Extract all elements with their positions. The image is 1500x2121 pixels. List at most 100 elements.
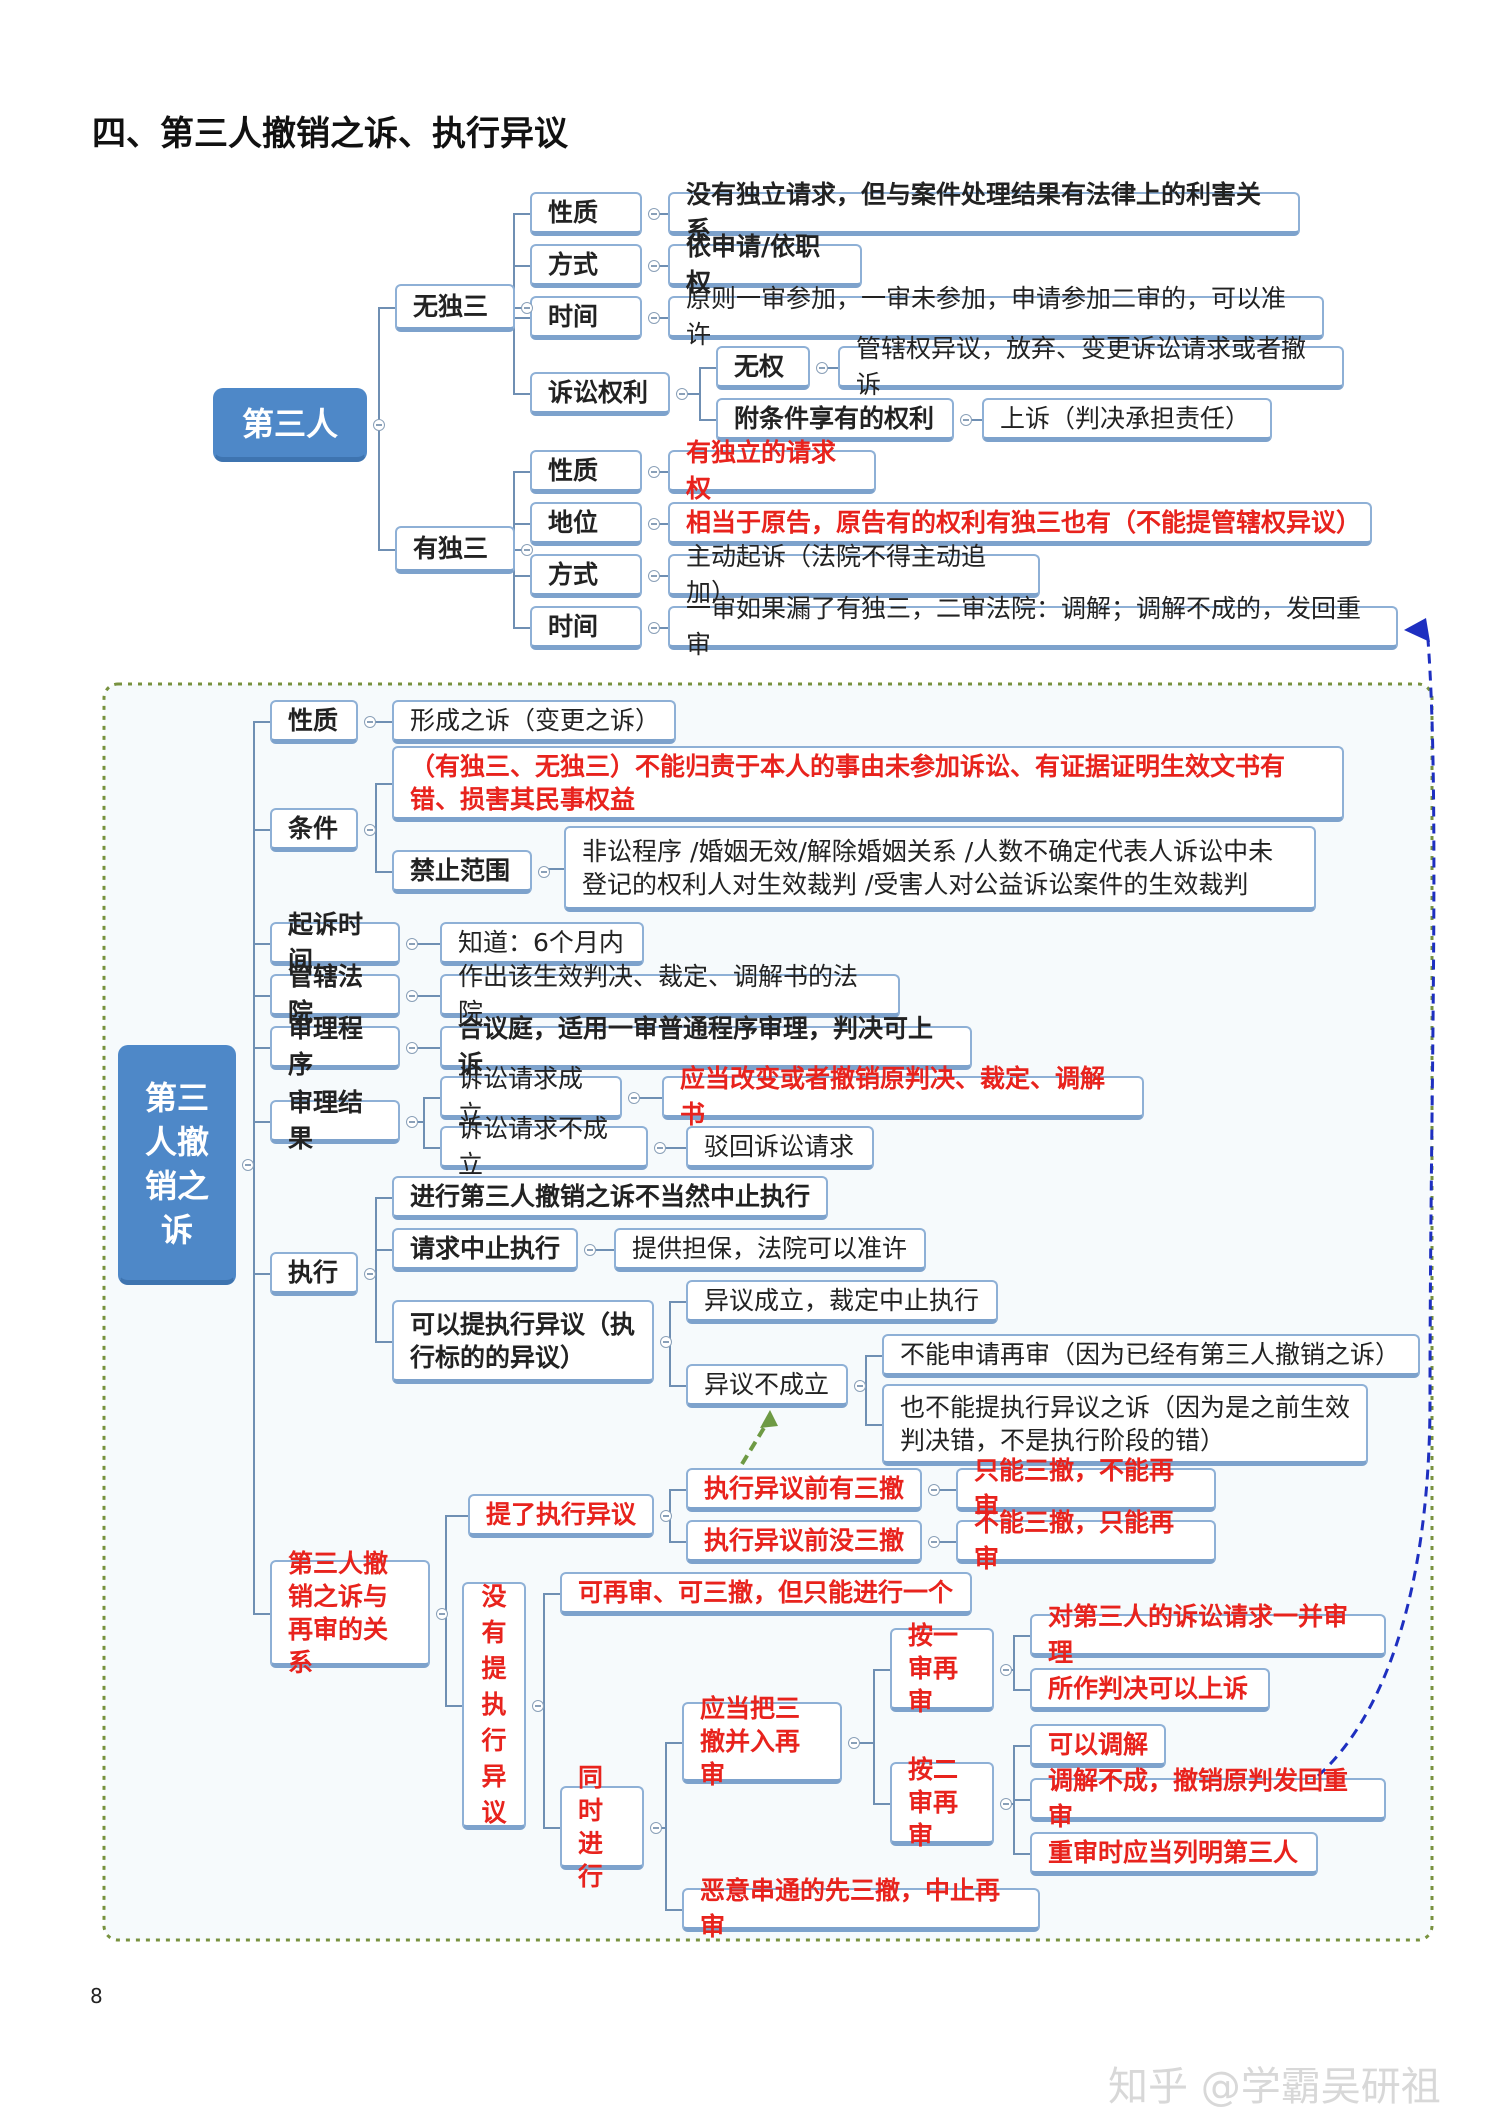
collapse-toggle-i16[interactable] <box>650 1822 662 1834</box>
mindmap-node-c1: 性质 <box>530 192 642 236</box>
collapse-toggle-e2[interactable] <box>960 414 972 426</box>
mindmap-node-i12: 异议不成立 <box>686 1364 848 1408</box>
collapse-toggle-h13[interactable] <box>532 1700 544 1712</box>
mindmap-node-c4: 诉讼权利 <box>530 372 670 416</box>
mindmap-node-d8: 一审如果漏了有独三，二审法院：调解；调解不成的，发回重审 <box>668 594 1398 659</box>
mindmap-node-j6: 恶意串通的先三撤，中止再审 <box>682 1876 1040 1941</box>
mindmap-node-h7: 诉讼请求成立 <box>440 1064 622 1129</box>
collapse-toggle-g2[interactable] <box>364 824 376 836</box>
page-heading: 四、第三人撤销之诉、执行异议 <box>92 114 568 154</box>
connector-a-b2 <box>378 425 395 551</box>
collapse-toggle-r2[interactable] <box>242 1159 254 1171</box>
mindmap-node-g5: 审理程序 <box>270 1014 400 1079</box>
connector-c4-e2 <box>682 393 716 421</box>
mindmap-node-i16: 同时进行 <box>560 1763 644 1891</box>
mindmap-node-b1: 无独三 <box>395 284 515 332</box>
connector-b1-c4 <box>513 307 530 395</box>
mindmap-node-b2: 有独三 <box>395 526 515 574</box>
mindmap-node-e2: 附条件享有的权利 <box>716 398 954 442</box>
mindmap-node-h2: （有独三、无独三）不能归责于本人的事由未参加诉讼、有证据证明生效文书有错、损害其… <box>392 746 1344 822</box>
mindmap-node-c5: 性质 <box>530 450 642 494</box>
green-arrow-head <box>760 1410 778 1428</box>
collapse-toggle-g7[interactable] <box>364 1268 376 1280</box>
collapse-toggle-c3[interactable] <box>648 312 660 324</box>
collapse-toggle-j5[interactable] <box>848 1737 860 1749</box>
collapse-toggle-g4[interactable] <box>406 990 418 1002</box>
mindmap-node-j3: 只能三撤，不能再审 <box>956 1456 1216 1521</box>
collapse-toggle-k2[interactable] <box>1000 1798 1012 1810</box>
mindmap-node-d5: 有独立的请求权 <box>668 438 876 503</box>
mindmap-node-g6: 审理结果 <box>270 1088 400 1153</box>
collapse-toggle-c5[interactable] <box>648 466 660 478</box>
connector-b1-c1 <box>513 213 530 309</box>
mindmap-node-a: 第三人 <box>213 388 367 462</box>
collapse-toggle-h11[interactable] <box>660 1336 672 1348</box>
collapse-toggle-e1[interactable] <box>816 362 828 374</box>
mindmap-node-g1: 性质 <box>270 700 358 744</box>
collapse-toggle-g3[interactable] <box>406 938 418 950</box>
collapse-toggle-h7[interactable] <box>628 1092 640 1104</box>
mindmap-node-k1: 按一审再审 <box>890 1621 994 1716</box>
mindmap-node-g4: 管辖法院 <box>270 962 400 1027</box>
mindmap-node-d3: 原则一审参加，一审未参加，申请参加二审的，可以准许 <box>668 284 1324 349</box>
collapse-toggle-h3[interactable] <box>538 866 550 878</box>
collapse-toggle-g6[interactable] <box>406 1116 418 1128</box>
mindmap-node-g7: 执行 <box>270 1252 358 1296</box>
mindmap-node-c8: 时间 <box>530 606 642 650</box>
connector-j5-k2 <box>854 1742 890 1805</box>
collapse-toggle-a[interactable] <box>373 419 385 431</box>
mindmap-node-j1: 不能申请再审（因为已经有第三人撤销之诉） <box>882 1334 1420 1378</box>
collapse-toggle-c1[interactable] <box>648 208 660 220</box>
mindmap-node-k2: 按二审再审 <box>890 1755 994 1850</box>
collapse-toggle-i12[interactable] <box>854 1380 866 1392</box>
mindmap-node-c6: 地位 <box>530 502 642 546</box>
mindmap-node-i14: 执行异议前没三撤 <box>686 1520 922 1564</box>
mindmap-node-i8: 驳回诉讼请求 <box>686 1126 874 1170</box>
mindmap-node-i13: 执行异议前有三撤 <box>686 1468 922 1512</box>
mindmap-node-i10: 提供担保，法院可以准许 <box>614 1228 926 1272</box>
collapse-toggle-k1[interactable] <box>1000 1664 1012 1676</box>
mindmap-node-d6: 相当于原告，原告有的权利有独三也有（不能提管辖权异议） <box>668 502 1372 546</box>
mindmap-node-h5: 作出该生效判决、裁定、调解书的法院 <box>440 962 900 1027</box>
mindmap-node-i15: 可再审、可三撤，但只能进行一个 <box>560 1572 972 1616</box>
mindmap-node-c2: 方式 <box>530 244 642 288</box>
mindmap-node-d1: 没有独立请求，但与案件处理结果有法律上的利害关系 <box>668 180 1300 245</box>
collapse-toggle-c2[interactable] <box>648 260 660 272</box>
connector-a-b1 <box>378 307 395 425</box>
collapse-toggle-g8[interactable] <box>436 1608 448 1620</box>
mindmap-node-l5: 重审时应当列明第三人 <box>1030 1832 1318 1876</box>
collapse-toggle-i14[interactable] <box>928 1536 940 1548</box>
mindmap-node-i7: 应当改变或者撤销原判决、裁定、调解书 <box>662 1064 1144 1129</box>
collapse-toggle-c4[interactable] <box>676 388 688 400</box>
mindmap-node-h9: 进行第三人撤销之诉不当然中止执行 <box>392 1176 828 1220</box>
collapse-toggle-c7[interactable] <box>648 570 660 582</box>
mindmap-node-i1: 非讼程序 /婚姻无效/解除婚姻关系 /人数不确定代表人诉讼中未登记的权利人对生效… <box>564 826 1316 912</box>
mindmap-node-r2: 第三人撤销之诉 <box>118 1045 236 1285</box>
mindmap-node-h4: 知道：6个月内 <box>440 922 644 966</box>
mindmap-node-h12: 提了执行异议 <box>468 1494 654 1538</box>
green-dashed-arrow <box>740 1416 772 1466</box>
blue-dashed-arrow <box>1316 639 1436 1778</box>
mindmap-node-h3: 禁止范围 <box>392 850 532 894</box>
mindmap-node-g8: 第三人撤销之诉与再审的关系 <box>270 1549 430 1677</box>
collapse-toggle-b2[interactable] <box>521 544 533 556</box>
collapse-toggle-c6[interactable] <box>648 518 660 530</box>
mindmap-node-h1: 形成之诉（变更之诉） <box>392 700 676 744</box>
collapse-toggle-i13[interactable] <box>928 1484 940 1496</box>
collapse-toggle-h10[interactable] <box>584 1244 596 1256</box>
mindmap-node-l2: 所作判决可以上诉 <box>1030 1668 1270 1712</box>
collapse-toggle-g1[interactable] <box>364 716 376 728</box>
mindmap-node-h13: 没有提执行异议 <box>462 1582 526 1830</box>
mindmap-node-d7: 主动起诉（法院不得主动追加） <box>668 542 1040 607</box>
mindmap-node-j2: 也不能提执行异议之诉（因为是之前生效判决错，不是执行阶段的错） <box>882 1384 1368 1466</box>
collapse-toggle-h8[interactable] <box>654 1142 666 1154</box>
collapse-toggle-g5[interactable] <box>406 1042 418 1054</box>
mindmap-node-j4: 不能三撤，只能再审 <box>956 1508 1216 1573</box>
mindmap-node-f1: 管辖权异议，放弃、变更诉讼请求或者撤诉 <box>838 334 1344 399</box>
mindmap-node-j5: 应当把三撤并入再审 <box>682 1694 842 1789</box>
collapse-toggle-b1[interactable] <box>521 302 533 314</box>
collapse-toggle-c8[interactable] <box>648 622 660 634</box>
mindmap-node-l1: 对第三人的诉讼请求一并审理 <box>1030 1602 1386 1667</box>
mindmap-node-c7: 方式 <box>530 554 642 598</box>
collapse-toggle-h12[interactable] <box>660 1510 672 1522</box>
